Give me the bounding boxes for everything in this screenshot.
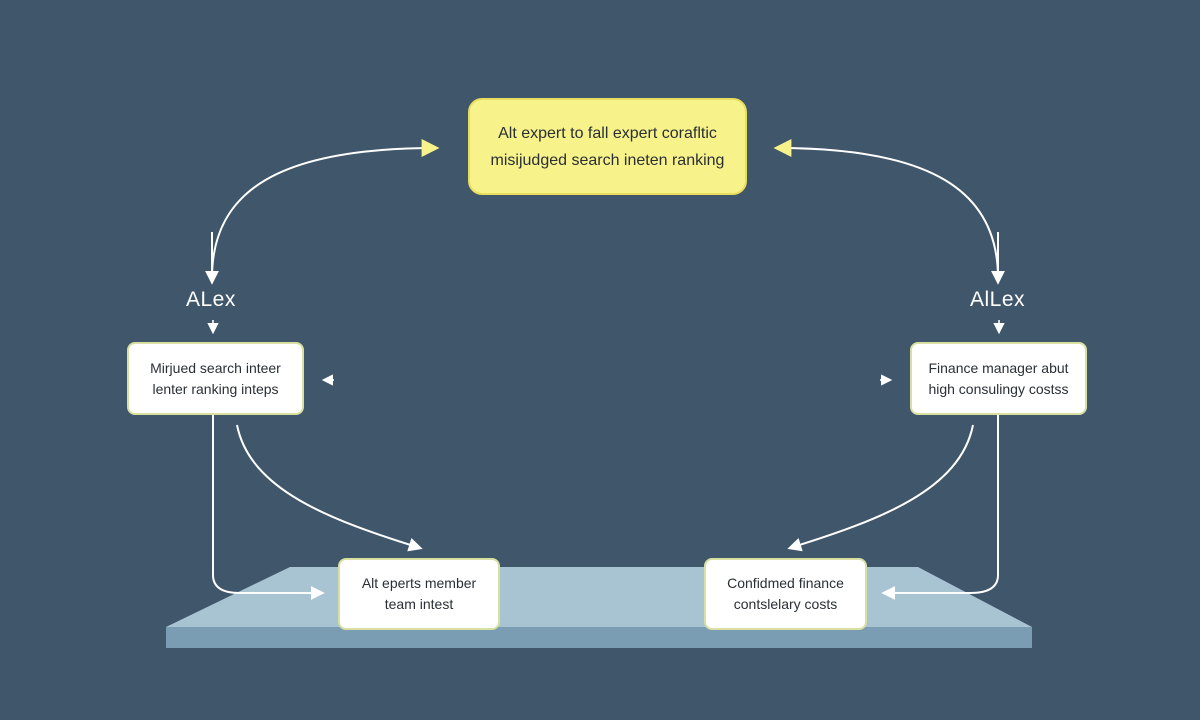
connector-left-to-bottom-left <box>212 415 325 600</box>
connector-right-to-top <box>773 139 999 279</box>
connector-right-to-bottom-right <box>881 415 999 600</box>
node-left-line1: Mirjued search inteer <box>150 359 281 376</box>
platform-top <box>166 567 1032 627</box>
node-right-line1: Finance manager abut <box>928 359 1069 376</box>
platform-front <box>166 627 1032 648</box>
node-bottom-right: Confidmed finance contslelary costs <box>704 558 867 630</box>
node-left-line2: lenter ranking inteps <box>152 380 279 397</box>
node-bottom-right-line1: Confidmed finance <box>727 575 844 591</box>
node-right: Finance manager abut high consulingy cos… <box>910 342 1087 415</box>
node-right-line2: high consulingy costss <box>928 380 1069 397</box>
node-top: Alt expert to fall expert corafltic misi… <box>468 98 747 195</box>
node-bottom-left-line1: Alt eperts member <box>361 575 477 591</box>
node-left: Mirjued search inteer lenter ranking int… <box>127 342 304 415</box>
node-bottom-left: Alt eperts member team intest <box>338 558 500 630</box>
node-top-line1: Alt expert to fall expert corafltic <box>498 124 717 142</box>
node-bottom-left-line2: team intest <box>384 596 454 612</box>
label-left: ALex <box>186 288 236 311</box>
connector-left-curve-to-bottom-left <box>236 424 423 552</box>
node-top-line2: misijudged search ineten ranking <box>490 151 725 169</box>
connector-left-to-top <box>211 139 440 279</box>
label-right: AlLex <box>970 288 1026 311</box>
connector-right-curve-to-bottom-right <box>787 424 974 552</box>
node-bottom-right-line2: contslelary costs <box>733 596 838 612</box>
